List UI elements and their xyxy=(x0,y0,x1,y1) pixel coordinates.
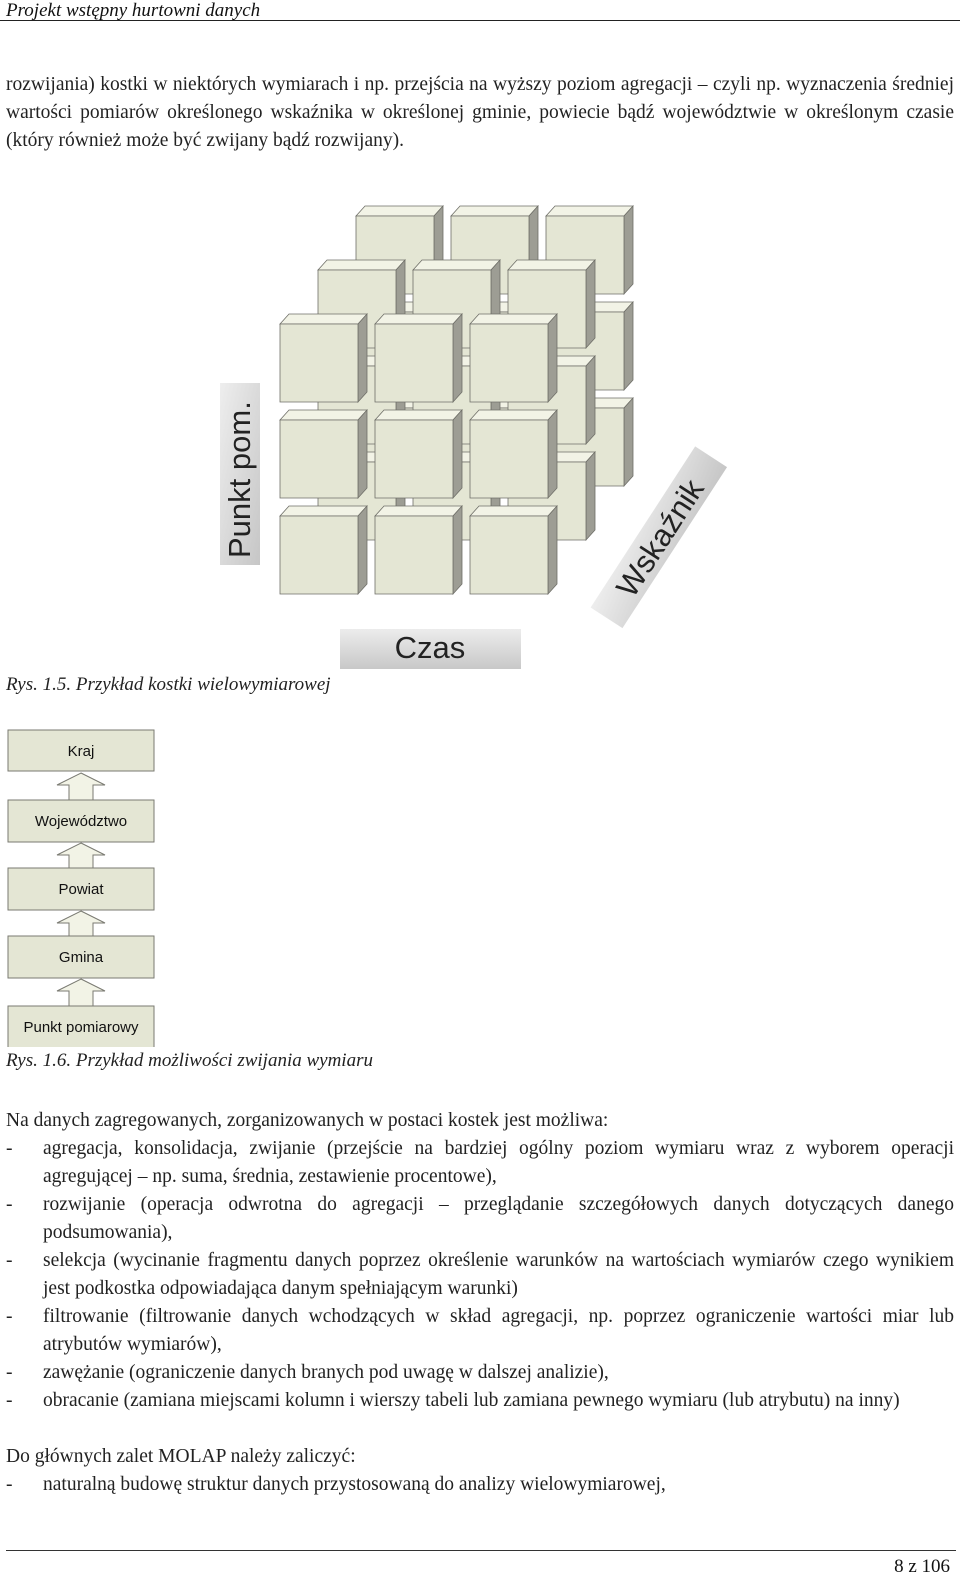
operations-list: -agregacja, konsolidacja, zwijanie (prze… xyxy=(6,1135,954,1415)
svg-text:Punkt pomiarowy: Punkt pomiarowy xyxy=(23,1019,139,1036)
hierarchy-level: Kraj xyxy=(7,729,155,772)
svg-text:Czas: Czas xyxy=(395,630,466,665)
data-cell-cube xyxy=(279,504,368,596)
list-item: -rozwijanie (operacja odwrotna do agrega… xyxy=(6,1194,954,1243)
data-cell-cube xyxy=(374,408,463,500)
intro-paragraph: rozwijania) kostki w niektórych wymiarac… xyxy=(6,74,954,151)
hierarchy-arrow xyxy=(56,910,106,937)
hierarchy-level: Punkt pomiarowy xyxy=(7,1005,155,1047)
footer-divider xyxy=(6,1550,956,1551)
svg-text:Województwo: Województwo xyxy=(35,813,127,830)
list-item: -obracanie (zamiana miejscami kolumn i w… xyxy=(6,1390,900,1411)
figure-caption-hierarchy: Rys. 1.6. Przykład możliwości zwijania w… xyxy=(6,1050,373,1071)
hierarchy-arrow xyxy=(56,842,106,869)
page-number: 8 z 106 xyxy=(894,1556,950,1577)
list-item: -zawężanie (ograniczenie danych branych … xyxy=(6,1362,609,1383)
list-item: -agregacja, konsolidacja, zwijanie (prze… xyxy=(6,1138,954,1187)
punkt-pomiarowy-axis-label: Punkt pom. xyxy=(220,383,260,565)
czas-axis-label: Czas xyxy=(340,629,521,669)
header-divider xyxy=(0,20,960,21)
svg-text:Kraj: Kraj xyxy=(68,743,95,760)
list-item: -filtrowanie (filtrowanie danych wchodzą… xyxy=(6,1306,954,1355)
multidimensional-cube-figure: Punkt pom. Wskaźnik Czas xyxy=(220,204,728,669)
figure-caption-cube: Rys. 1.5. Przykład kostki wielowymiarowe… xyxy=(6,674,331,695)
data-cell-cube xyxy=(374,312,463,404)
list-item: -selekcja (wycinanie fragmentu danych po… xyxy=(6,1250,954,1299)
svg-text:Punkt pom.: Punkt pom. xyxy=(222,401,257,558)
data-cell-cube xyxy=(469,504,558,596)
hierarchy-level: Gmina xyxy=(7,935,155,979)
document-header: Projekt wstępny hurtowni danych xyxy=(6,0,261,21)
hierarchy-arrow xyxy=(56,978,106,1007)
svg-text:Wskaźnik: Wskaźnik xyxy=(609,473,711,604)
hierarchy-level: Województwo xyxy=(7,799,155,843)
hierarchy-arrow xyxy=(56,772,106,801)
hierarchy-level: Powiat xyxy=(7,867,155,911)
data-cell-cube xyxy=(279,408,368,500)
operations-intro: Na danych zagregowanych, zorganizowanych… xyxy=(6,1110,609,1131)
dimension-hierarchy-figure: Kraj Województwo Powiat Gmina Punkt pomi… xyxy=(7,729,155,1047)
molap-advantages-list: -naturalną budowę struktur danych przyst… xyxy=(6,1471,954,1499)
list-item: -naturalną budowę struktur danych przyst… xyxy=(6,1474,666,1495)
data-cell-cube xyxy=(469,312,558,404)
cube-grid xyxy=(279,204,634,596)
data-cell-cube xyxy=(279,312,368,404)
data-cell-cube xyxy=(374,504,463,596)
data-cell-cube xyxy=(469,408,558,500)
molap-intro: Do głównych zalet MOLAP należy zaliczyć: xyxy=(6,1446,356,1467)
svg-text:Gmina: Gmina xyxy=(59,949,104,966)
svg-text:Powiat: Powiat xyxy=(58,881,104,898)
